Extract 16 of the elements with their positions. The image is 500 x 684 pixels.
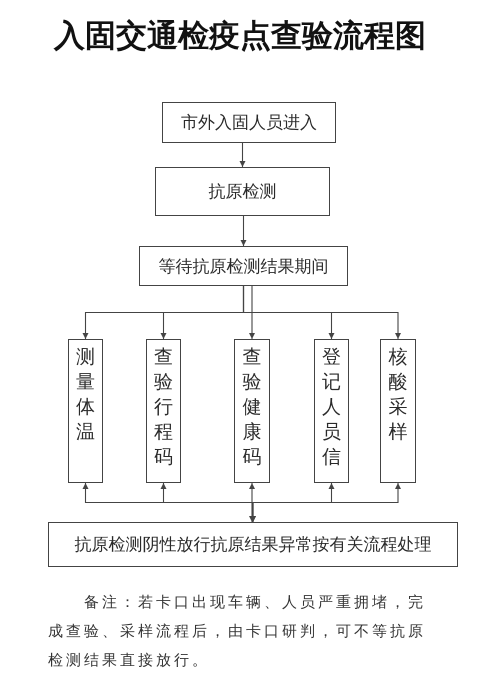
arrow (249, 483, 255, 522)
process-box: 查验健康码 (234, 339, 270, 483)
arrow (242, 286, 401, 339)
arrow (240, 143, 246, 167)
process-box: 登记人员信 (314, 339, 349, 483)
process-box: 测量体温 (68, 339, 103, 483)
process-box: 核酸采样 (380, 339, 416, 483)
title: 入固交通检疫点查验流程图 (52, 17, 427, 56)
arrow (240, 216, 246, 246)
process-box: 市外入固人员进入 (162, 102, 336, 143)
process-box: 抗原检测阴性放行抗原结果异常按有关流程处理 (48, 522, 458, 567)
note-text: 备注：若卡口出现车辆、人员严重拥堵，完成查验、采样流程后，由卡口研判，可不等抗原检测结果直接放行。 (48, 592, 427, 671)
process-box: 等待抗原检测结果期间 (139, 246, 348, 286)
process-box: 查验行程码 (146, 339, 181, 483)
arrow (249, 286, 255, 339)
process-box: 抗原检测 (155, 167, 330, 216)
